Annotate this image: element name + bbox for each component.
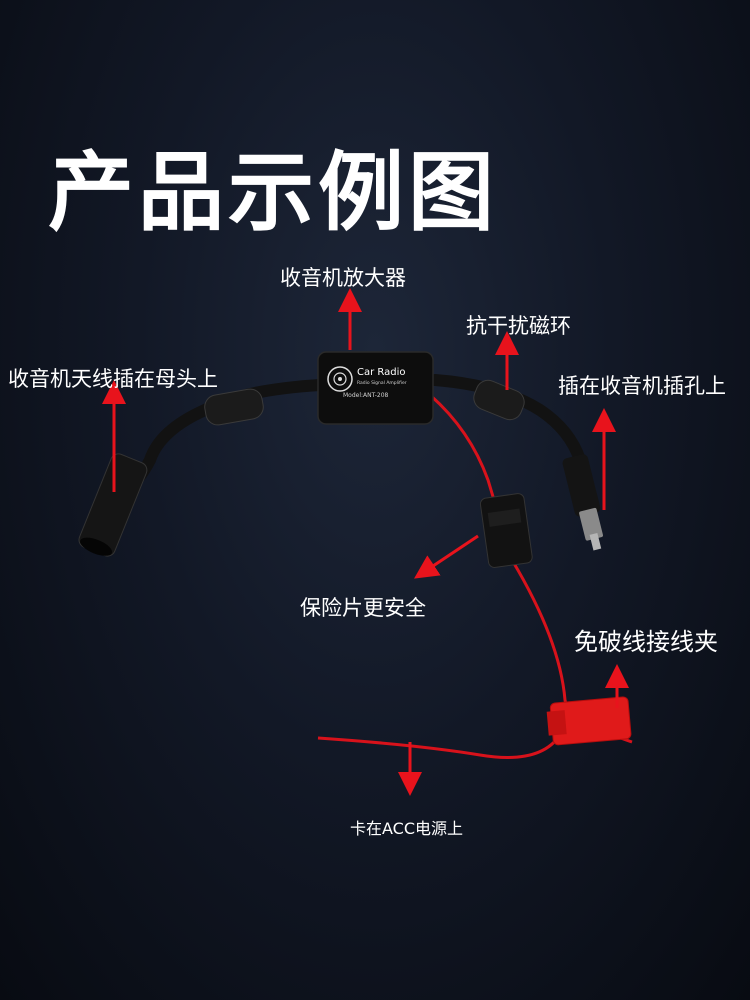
amplifier-box: Car Radio Radio Signal Amplifier Model:A… [317,351,434,425]
label-amplifier: 收音机放大器 [280,266,406,290]
wire-clip [546,696,632,746]
page-title: 产品示例图 [48,143,498,243]
callout-arrows [102,288,629,796]
label-fuse: 保险片更安全 [300,596,426,620]
label-clip: 免破线接线夹 [574,628,718,656]
acc-wire [317,734,562,759]
device-model: Model:ANT-208 [343,392,389,399]
male-connector [562,454,603,551]
label-male-plug: 插在收音机插孔上 [558,374,726,398]
label-female-plug: 收音机天线插在母头上 [8,367,218,391]
label-ferrite: 抗干扰磁环 [466,314,571,338]
arrow-fuse [414,534,479,579]
device-brand: Car Radio [357,367,406,378]
female-connector [78,453,148,557]
ferrite-core-left [204,388,264,426]
fuse-holder [479,493,533,568]
antenna-cable-right [429,374,586,466]
ferrite-core-right [473,379,525,421]
label-acc: 卡在ACC电源上 [350,819,464,838]
device-subtitle: Radio Signal Amplifier [357,380,407,386]
